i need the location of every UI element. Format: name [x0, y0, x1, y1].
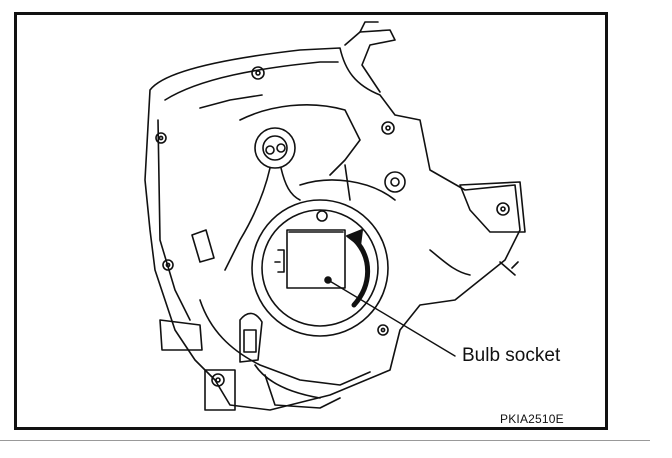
mounting-bracket — [344, 29, 396, 93]
rotation-arrow-icon — [346, 229, 371, 308]
figure-code: PKIA2510E — [500, 412, 564, 426]
side-bracket — [459, 181, 526, 233]
figure-frame — [14, 12, 608, 430]
screw-icon — [155, 66, 395, 387]
callout-label: Bulb socket — [462, 345, 561, 366]
bulb-socket — [251, 199, 389, 337]
side-marker-socket — [224, 127, 301, 271]
leader-line — [327, 279, 456, 357]
bottom-rule — [0, 440, 650, 441]
headlamp-housing — [144, 47, 521, 411]
wire-harness — [239, 312, 263, 363]
